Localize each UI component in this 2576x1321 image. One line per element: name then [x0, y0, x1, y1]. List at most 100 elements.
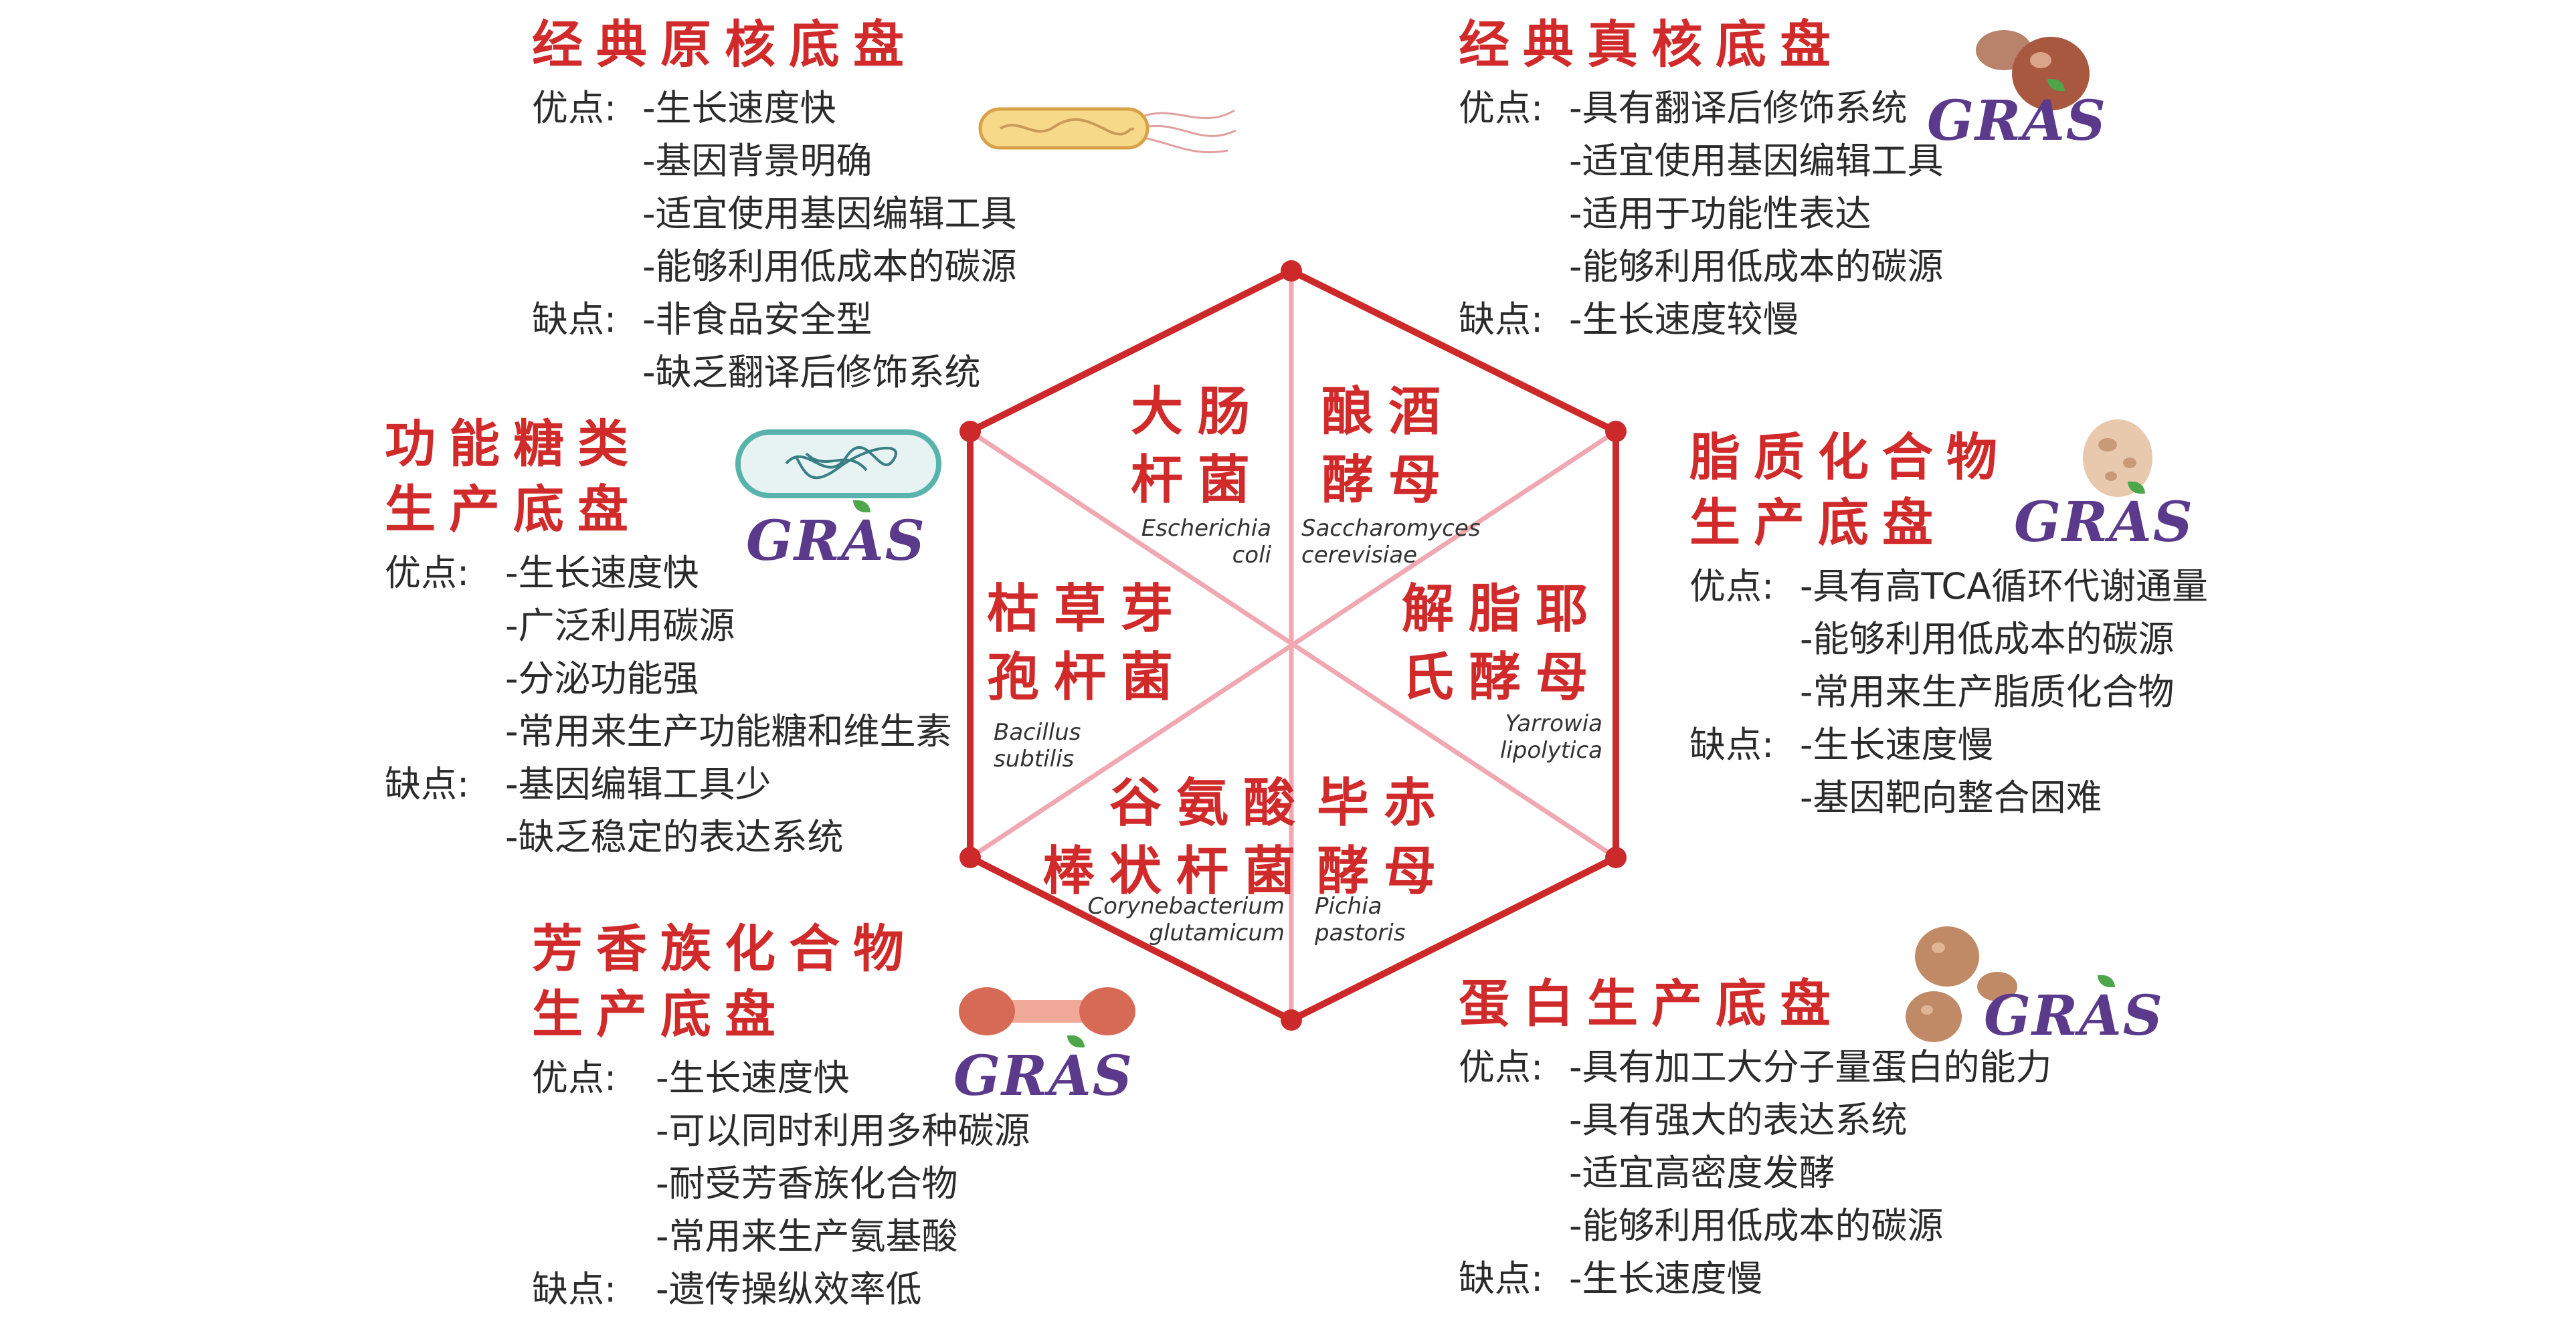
cell-ecoli-cn-2: 杆菌: [1131, 450, 1265, 510]
panel-aromatic-title-2: 生产底盘: [532, 985, 789, 1044]
cell-yarrowia-sp-2: lipolytica: [1499, 737, 1602, 764]
hexagon-spokes: [969, 271, 1617, 1020]
panel-aromatic-list: 优点:生长速度快 可以同时利用多种碳源 耐受芳香族化合物 常用来生产氨基酸 缺点…: [532, 1051, 1030, 1316]
cell-saccharomyces-cn-1: 酿酒: [1321, 382, 1456, 442]
rod-bacterium-icon: [978, 107, 1236, 154]
diplococcus-icon: [959, 987, 1135, 1035]
cell-ecoli-sp-1: Escherichia: [1141, 515, 1271, 542]
vertex-dot-top: [1281, 260, 1302, 282]
cell-corynebacterium-cn-2: 棒状杆菌: [1042, 841, 1310, 902]
cons-label: 缺点:: [532, 298, 617, 340]
panel-lipid-title-2: 生产底盘: [1689, 493, 1946, 552]
con-item: 缺乏稳定的表达系统: [505, 811, 844, 863]
gras-label: GRAS: [2014, 490, 2195, 554]
gras-label: GRAS: [1984, 984, 2165, 1048]
cell-saccharomyces-cn-2: 酵母: [1321, 450, 1456, 510]
gras-label: GRAS: [1927, 89, 2108, 153]
con-item: 生长速度慢: [1800, 718, 1994, 771]
cell-yarrowia-cn-2: 氏酵母: [1402, 647, 1603, 708]
panel-prokaryote-list: 优点: 生长速度快 基因背景明确 适宜使用基因编辑工具 能够利用低成本的碳源 缺点…: [532, 82, 1017, 399]
cell-corynebacterium-cn-1: 谷氨酸: [1109, 773, 1310, 833]
cons-label: 缺点:: [532, 1268, 617, 1310]
gras-label: GRAS: [746, 509, 927, 573]
vertex-dot-bottom: [1281, 1009, 1302, 1031]
pro-item: 适宜高密度发酵: [1569, 1146, 1835, 1199]
pro-item: 能够利用低成本的碳源: [1800, 613, 2175, 666]
pro-item: 能够利用低成本的碳源: [1569, 240, 1944, 293]
panel-lipid-list: 优点: 具有高TCA循环代谢通量 能够利用低成本的碳源 常用来生产脂质化合物 缺点…: [1689, 560, 2208, 824]
panel-protein: 蛋白生产底盘 优点: 具有加工大分子量蛋白的能力 具有强大的表达系统 适宜高密度发…: [1459, 971, 2052, 1305]
pro-item: 耐受芳香族化合物: [656, 1157, 958, 1210]
con-item: 生长速度较慢: [1569, 293, 1799, 346]
pro-item: 具有高TCA循环代谢通量: [1800, 560, 2208, 613]
pro-item: 能够利用低成本的碳源: [642, 240, 1017, 293]
panel-sugar-title-2: 生产底盘: [385, 480, 642, 539]
leaf-icon: [1067, 1035, 1085, 1047]
pro-item: 生长速度快: [642, 82, 836, 134]
leaf-icon: [2128, 482, 2145, 494]
pro-item: 具有强大的表达系统: [1569, 1094, 1908, 1146]
microbe-cell-icon: [735, 429, 941, 498]
leaf-icon: [2098, 975, 2115, 987]
cell-corynebacterium-sp-2: glutamicum: [1149, 920, 1285, 946]
pros-label: 优点:: [532, 87, 617, 129]
spoke-diagonal-b: [969, 429, 1617, 859]
panel-lipid-title-1: 脂质化合物: [1689, 427, 2011, 487]
pro-item: 可以同时利用多种碳源: [656, 1104, 1030, 1157]
pro-item: 生长速度快: [505, 546, 699, 599]
cell-saccharomyces-sp-2: cerevisiae: [1301, 542, 1417, 569]
cell-bacillus-sp-1: Bacillus: [994, 719, 1081, 746]
con-item: 缺乏翻译后修饰系统: [642, 346, 981, 399]
yeast-icon: [1906, 926, 2017, 1042]
gras-label: GRAS: [953, 1044, 1134, 1108]
con-item: 非食品安全型: [642, 293, 872, 346]
con-item: 遗传操纵效率低: [656, 1263, 922, 1316]
cell-ecoli-cn-1: 大肠: [1131, 382, 1265, 442]
cell-pichia-sp-2: pastoris: [1315, 920, 1406, 946]
cons-label: 缺点:: [1459, 1257, 1544, 1300]
cell-bacillus-cn-1: 枯草芽: [987, 579, 1188, 639]
pro-item: 能够利用低成本的碳源: [1569, 1199, 1944, 1252]
pro-item: 广泛利用碳源: [505, 599, 735, 652]
panel-protein-list: 优点: 具有加工大分子量蛋白的能力 具有强大的表达系统 适宜高密度发酵 能够利用低…: [1459, 1041, 2052, 1305]
cell-bacillus-sp-2: subtilis: [994, 746, 1075, 773]
cons-label: 缺点:: [385, 763, 470, 805]
pro-item: 分泌功能强: [505, 652, 699, 705]
vertex-dot-top-left: [959, 421, 981, 442]
cell-yarrowia-sp-1: Yarrowia: [1505, 710, 1602, 737]
cell-pichia-cn-2: 酵母: [1317, 841, 1451, 902]
pro-item: 基因背景明确: [642, 134, 872, 187]
pros-label: 优点:: [1459, 87, 1544, 129]
leaf-icon: [2047, 79, 2065, 91]
pro-item: 常用来生产脂质化合物: [1800, 666, 2175, 718]
vertex-dot-bottom-right: [1605, 847, 1627, 868]
con-item: 基因编辑工具少: [505, 758, 771, 811]
pros-label: 优点:: [385, 552, 470, 594]
con-item: 基因靶向整合困难: [1800, 771, 2102, 824]
cell-ecoli-sp-2: coli: [1232, 542, 1271, 569]
yeast-icon: [2083, 419, 2152, 497]
cell-pichia-cn-1: 毕赤: [1317, 773, 1451, 833]
panel-sugar-list: 优点:生长速度快 广泛利用碳源 分泌功能强 常用来生产功能糖和维生素 缺点:基因…: [385, 546, 952, 863]
panel-protein-title: 蛋白生产底盘: [1459, 974, 1844, 1033]
cell-corynebacterium-sp-1: Corynebacterium: [1087, 893, 1285, 920]
pro-item: 具有加工大分子量蛋白的能力: [1569, 1041, 2052, 1094]
pro-item: 适宜使用基因编辑工具: [642, 187, 1017, 240]
cons-label: 缺点:: [1689, 724, 1774, 766]
pros-label: 优点:: [1689, 565, 1774, 607]
panel-sugar: 功能糖类 生产底盘 优点:生长速度快 广泛利用碳源 分泌功能强 常用来生产功能糖…: [385, 411, 952, 863]
yeast-icon: [1976, 30, 2090, 110]
con-item: 生长速度慢: [1569, 1252, 1763, 1305]
panel-prokaryote: 经典原核底盘 优点:生长速度快 基因背景明确 适宜使用基因编辑工具 能够利用低成…: [532, 12, 1017, 399]
leaf-icon: [853, 500, 870, 512]
cell-pichia-sp-1: Pichia: [1315, 893, 1382, 920]
pros-label: 优点:: [1459, 1046, 1544, 1088]
pro-item: 常用来生产氨基酸: [656, 1210, 958, 1263]
panel-eukaryote-title: 经典真核底盘: [1459, 15, 1844, 74]
panel-eukaryote: 经典真核底盘 优点:具有翻译后修饰系统 适宜使用基因编辑工具 适用于功能性表达 …: [1459, 12, 1944, 346]
panel-aromatic-title-1: 芳香族化合物: [532, 919, 917, 979]
panel-aromatic: 芳香族化合物 生产底盘 优点:生长速度快 可以同时利用多种碳源 耐受芳香族化合物…: [532, 916, 1030, 1316]
panel-eukaryote-list: 优点:具有翻译后修饰系统 适宜使用基因编辑工具 适用于功能性表达 能够利用低成本…: [1459, 82, 1944, 346]
cons-label: 缺点:: [1459, 298, 1544, 340]
panel-lipid: 脂质化合物 生产底盘 优点: 具有高TCA循环代谢通量 能够利用低成本的碳源 常用…: [1689, 425, 2208, 824]
